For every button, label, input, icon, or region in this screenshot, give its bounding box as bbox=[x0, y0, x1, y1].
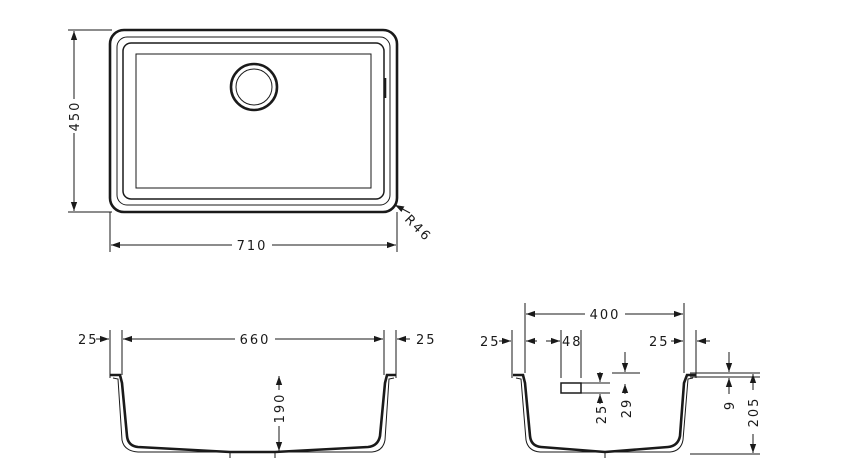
drain-inner bbox=[235, 68, 273, 106]
front-view: 25 660 25 190 bbox=[78, 330, 437, 458]
side-inner-width-label: 400 bbox=[590, 308, 621, 323]
height-label: 450 bbox=[68, 101, 83, 132]
sink-bowl-floor bbox=[135, 53, 372, 189]
side-rim-label: 9 bbox=[723, 400, 738, 410]
sink-bowl-outline bbox=[122, 42, 385, 200]
radius-label: R46 bbox=[401, 212, 434, 245]
front-sink-section-outer bbox=[110, 373, 396, 454]
front-left-margin-label: 25 bbox=[78, 333, 99, 348]
front-right-margin-label: 25 bbox=[416, 333, 437, 348]
side-right-margin-label: 25 bbox=[649, 335, 670, 350]
sink-rim-outline bbox=[116, 36, 391, 206]
front-inner-width-label: 660 bbox=[240, 333, 271, 348]
top-view: 450 710 R46 bbox=[64, 28, 434, 254]
drain-outer bbox=[229, 62, 279, 112]
width-label: 710 bbox=[237, 239, 268, 254]
side-overflow-height-label: 25 bbox=[595, 404, 610, 425]
front-depth-label: 190 bbox=[273, 393, 288, 424]
overflow-opening bbox=[560, 382, 582, 394]
radius-leader bbox=[394, 204, 411, 214]
side-left-margin-label: 25 bbox=[480, 335, 501, 350]
side-overflow-offset-label: 48 bbox=[562, 335, 583, 350]
side-total-depth-label: 205 bbox=[747, 397, 762, 428]
sink-outer-outline bbox=[108, 28, 399, 214]
side-view: 400 25 48 25 25 29 9 bbox=[480, 303, 762, 458]
side-overflow-top-label: 29 bbox=[620, 398, 635, 419]
front-sink-section-inner bbox=[112, 377, 395, 453]
